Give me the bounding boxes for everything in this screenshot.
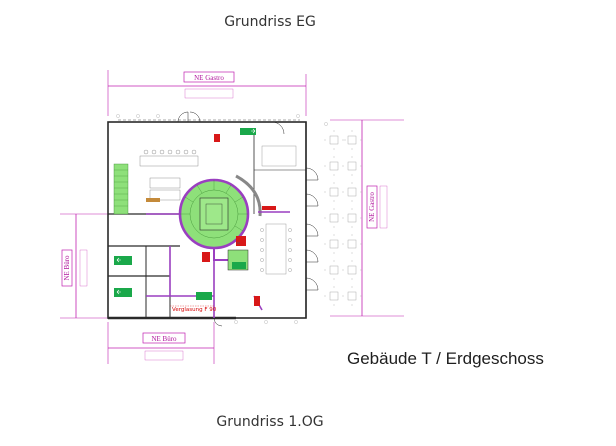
dimension-right: NE Gastro: [330, 119, 404, 317]
dimension-right-label: NE Gastro: [368, 192, 376, 222]
dimension-left-label: NE Büro: [63, 255, 71, 281]
terrace-row-5: [329, 239, 357, 249]
stair-left: [113, 163, 129, 215]
exit-sign-left-lower: [114, 288, 132, 297]
spiral-stair: [178, 178, 250, 261]
doors: [177, 111, 319, 327]
exit-sign-left-upper: [114, 256, 132, 265]
exit-signs: [114, 128, 256, 300]
fire-glazing: Verglasung F 90: [170, 305, 217, 313]
terrace-row-4: [329, 213, 357, 223]
caption-grundriss-1og: Grundriss 1.OG: [216, 414, 324, 430]
room-number: 83: [237, 241, 241, 245]
exit-sign-middle: [196, 292, 212, 300]
terrace-row-7: [329, 291, 357, 301]
inner-tables: [260, 145, 297, 275]
exit-sign-lift: [232, 262, 246, 269]
terrace-row-3: [329, 187, 357, 197]
fire-glazing-label: Verglasung F 90: [172, 307, 217, 313]
dimension-top: NE Gastro: [107, 70, 307, 116]
dimension-top-label: NE Gastro: [194, 74, 224, 82]
bollards: [116, 114, 328, 324]
dimension-bottom-label: NE Büro: [151, 335, 177, 343]
exit-sign-top: [240, 128, 256, 135]
terrace-row-6: [329, 265, 357, 275]
fire-elements: [146, 134, 276, 306]
dimension-bottom: NE Büro: [107, 322, 215, 364]
terrace-tables: [324, 130, 362, 306]
bar-seating: [139, 149, 199, 201]
terrace-row-2: [329, 161, 357, 171]
terrace-row-1: [329, 135, 357, 145]
plan-title: Gebäude T / Erdgeschoss: [347, 349, 544, 368]
caption-grundriss-eg: Grundriss EG: [224, 14, 316, 30]
dimension-left: NE Büro: [60, 213, 110, 319]
